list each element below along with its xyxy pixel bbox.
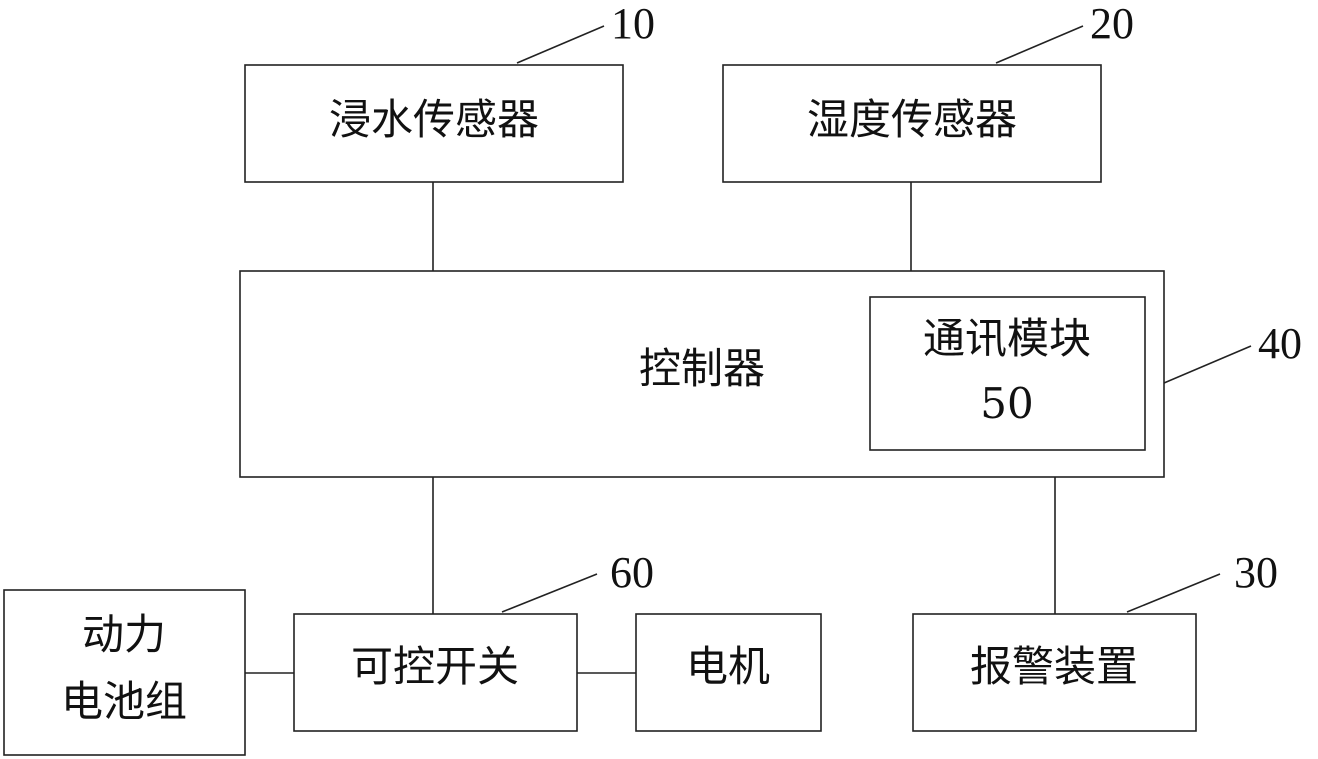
water-sensor-label: 浸水传感器 [329,95,539,144]
power-battery-label-line1: 动力 [82,610,166,659]
comm-module-label-line1: 通讯模块 [923,314,1091,363]
water-sensor-leader [516,25,605,64]
alarm-leader [1126,573,1221,613]
water-sensor-box [244,64,624,183]
switch-box [293,613,578,732]
switch-block: 可控开关 [293,613,578,732]
power-battery-box [3,589,246,756]
comm-module-box [869,296,1146,451]
humidity-sensor-box [722,64,1102,183]
power-battery-label-line2: 电池组 [61,677,187,726]
alarm-box [912,613,1197,732]
humidity-sensor-block: 湿度传感器 [722,64,1102,183]
controller-leader [1163,345,1252,384]
humidity-sensor-leader [995,25,1084,64]
comm-module-label-line2: 50 [980,379,1033,428]
switch-leader [501,573,598,613]
alarm-ref: 30 [1234,548,1278,597]
alarm-label: 报警装置 [970,642,1138,691]
motor-block: 电机 [635,613,822,732]
motor-label: 电机 [686,642,770,691]
water-sensor-ref: 10 [611,0,655,48]
alarm-block: 报警装置 [912,613,1197,732]
motor-box [635,613,822,732]
controller-ref: 40 [1258,319,1302,368]
power-battery-block: 动力 电池组 [3,589,246,756]
humidity-sensor-ref: 20 [1090,0,1134,48]
controller-label: 控制器 [639,344,765,393]
switch-label: 可控开关 [351,642,519,691]
switch-ref: 60 [610,548,654,597]
comm-module-block: 通讯模块 50 [869,296,1146,451]
humidity-sensor-label: 湿度传感器 [807,95,1017,144]
water-sensor-block: 浸水传感器 [244,64,624,183]
